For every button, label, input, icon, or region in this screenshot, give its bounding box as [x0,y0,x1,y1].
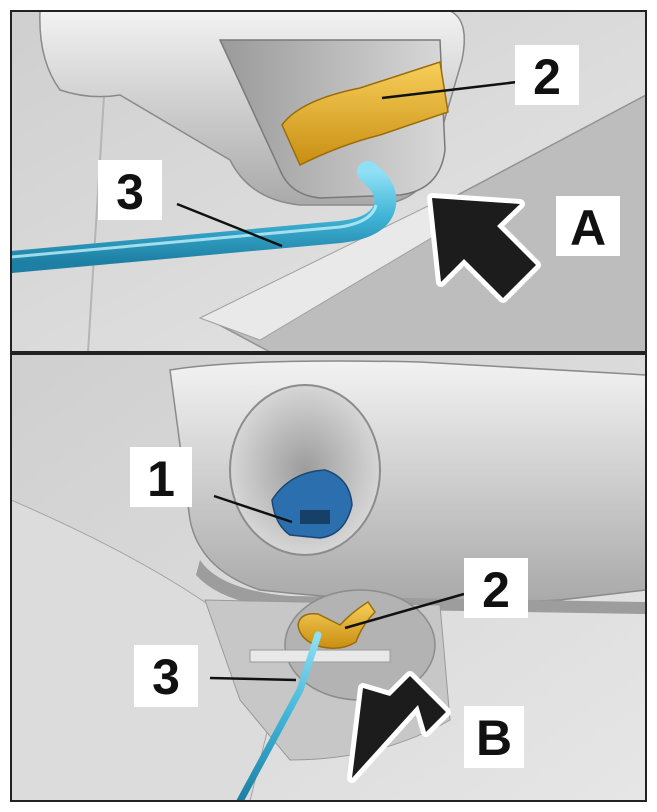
top-tool [11,161,397,273]
callout-b: B [464,706,524,768]
bottom-housing-lip [196,560,646,614]
top-wall-edge [87,79,106,352]
callout-top-tool-text: 3 [116,164,144,220]
callout-a: A [556,196,620,256]
bottom-panel-frame [10,353,647,802]
callout-top-tool: 3 [98,160,162,220]
callout-b-text: B [476,710,512,766]
callout-bottom-plug-text: 1 [147,451,175,507]
callout-a-text: A [570,200,606,256]
leader-top-3 [176,202,283,248]
plug-slot [300,510,330,524]
leader-bottom-2 [344,592,465,630]
arrow-b [347,671,451,783]
bottom-bracket [249,649,391,663]
callout-bottom-clip: 2 [464,558,528,618]
callout-top-clip: 2 [515,45,579,105]
callout-bottom-plug: 1 [130,447,192,507]
top-panel-frame [10,10,647,353]
bottom-panel: 1 2 3 B [11,354,646,801]
callout-bottom-clip-text: 2 [482,562,510,618]
callout-top-clip-text: 2 [533,49,561,105]
leader-bottom-3 [209,676,297,682]
top-clip [281,61,449,167]
top-tool-highlight [11,204,378,259]
leader-top-2 [381,80,518,100]
leader-bottom-1 [213,494,293,524]
callout-bottom-tool-text: 3 [152,649,180,705]
bottom-tool [236,631,322,801]
top-panel: 2 3 A [11,11,646,352]
callout-bottom-tool: 3 [134,645,198,707]
arrow-a [427,193,541,303]
